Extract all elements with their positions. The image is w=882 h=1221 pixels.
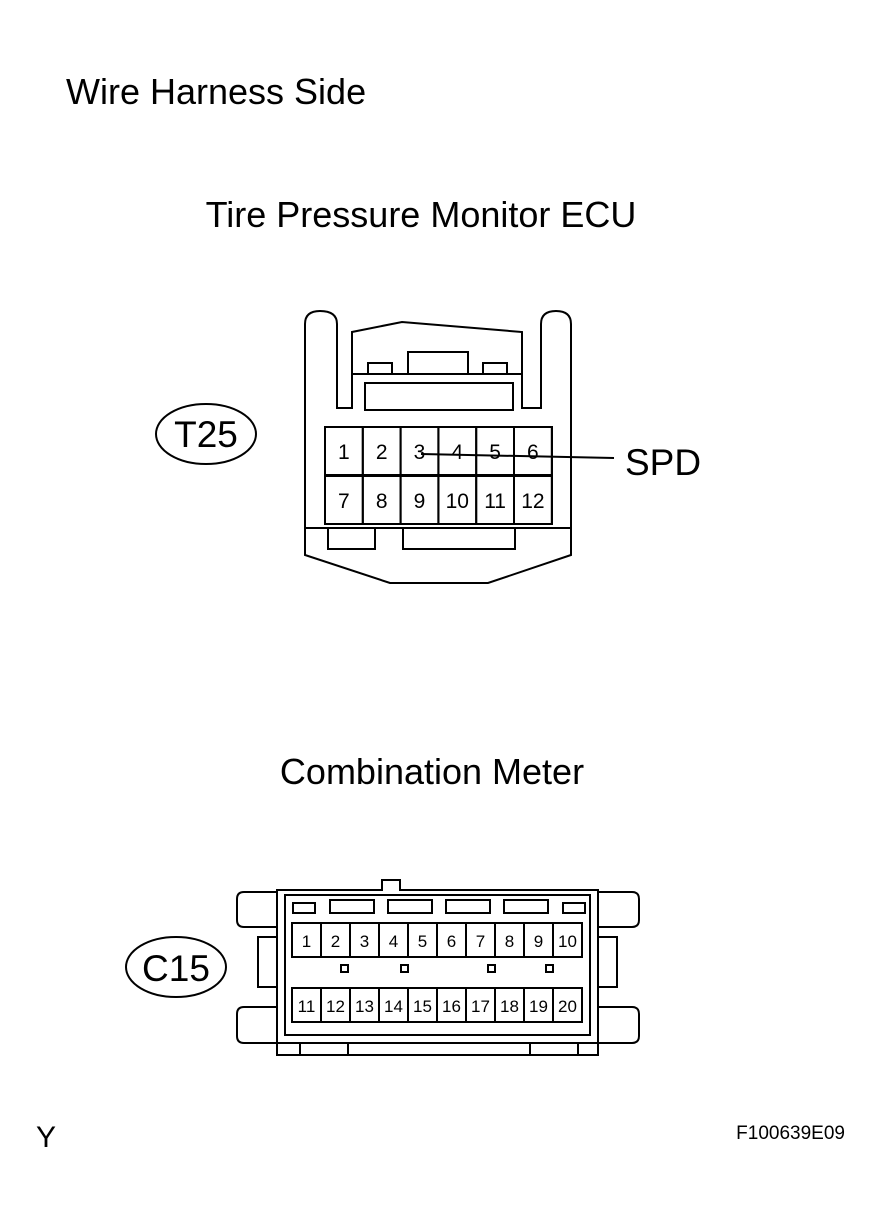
connector-c15-code-oval: [125, 936, 227, 998]
connector-t25-pin-number: 6: [527, 441, 539, 464]
spd-leader-line: [420, 453, 615, 459]
connector-t25-pin-number: 4: [451, 441, 463, 464]
connector-t25-pin-number: 12: [521, 490, 544, 513]
connector-c15-pin-number: 12: [326, 997, 345, 1016]
connector-c15-pin-number: 20: [558, 997, 577, 1016]
connector-c15-pin-number: 4: [389, 932, 398, 951]
connector-t25-pin-number: 5: [489, 441, 501, 464]
connector-c15-pin-number: 1: [302, 932, 311, 951]
connector-t25-pin-number: 7: [338, 490, 350, 513]
connector-t25-pin-number: 2: [376, 441, 388, 464]
connector-c15-pin-number: 6: [447, 932, 456, 951]
connector-c15-pin-number: 5: [418, 932, 427, 951]
connector-t25-pin-number: 8: [376, 490, 388, 513]
connector-c15-pin-cell: [552, 987, 583, 1023]
connector-c15-pin-number: 19: [529, 997, 548, 1016]
connector-t25-pin-number: 3: [414, 441, 426, 464]
footer-mark: Y: [36, 1121, 56, 1154]
connector-c15-pin-number: 8: [505, 932, 514, 951]
connector-t25-pin-number: 1: [338, 441, 350, 464]
connector-c15-pin-number: 14: [384, 997, 403, 1016]
connector-t25-pin-cell: [513, 475, 553, 525]
connector-t25-code-oval: [155, 403, 257, 465]
connector-c15-pin-number: 18: [500, 997, 519, 1016]
connector2-title: Combination Meter: [280, 751, 584, 792]
connector-c15-pin-number: 17: [471, 997, 490, 1016]
connector-t25-pin-number: 11: [484, 490, 506, 513]
spd-terminal-label: SPD: [625, 442, 701, 483]
connector-t25-housing: [304, 309, 572, 584]
connector-c15-pin-number: 9: [534, 932, 543, 951]
page-title: Wire Harness Side: [66, 71, 366, 112]
connector-c15-housing: [276, 879, 599, 1056]
connector-c15-pin-number: 13: [355, 997, 374, 1016]
connector-c15-pin-cell: [552, 922, 583, 958]
connector-c15-pin-number: 10: [558, 932, 577, 951]
connector-c15-pin-number: 3: [360, 932, 369, 951]
connector-c15-pin-number: 7: [476, 932, 485, 951]
connector-t25-pin-number: 10: [446, 490, 469, 513]
connector-t25-pin-number: 9: [414, 490, 426, 513]
connector1-title: Tire Pressure Monitor ECU: [206, 194, 637, 235]
connector-c15-pin-number: 16: [442, 997, 461, 1016]
connector-t25-code: T25: [174, 414, 238, 455]
connector-c15-pin-number: 11: [298, 997, 316, 1016]
connector-c15-pin-number: 15: [413, 997, 432, 1016]
connector-c15-code: C15: [142, 948, 210, 989]
connector-c15-pin-number: 2: [331, 932, 340, 951]
figure-id: F100639E09: [736, 1123, 845, 1144]
